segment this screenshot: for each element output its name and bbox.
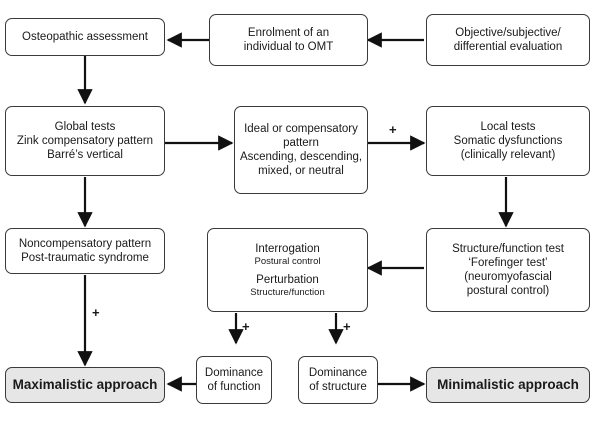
structure-test-line-3: (neuromyofascial	[464, 271, 552, 283]
ideal-pattern-line-3: Ascending, descending,	[239, 151, 363, 163]
global-tests-line-2: Zink compensatory pattern	[16, 135, 154, 147]
global-tests-line-3: Barré’s vertical	[47, 149, 123, 161]
maximalistic-approach-label: Maximalistic approach	[12, 377, 158, 392]
osteopathic-assessment-label: Osteopathic assessment	[22, 31, 148, 43]
plus-sign-dominance-function: +	[242, 319, 250, 334]
local-tests-line-3: (clinically relevant)	[460, 149, 556, 161]
evaluation-line-2: differential evaluation	[453, 41, 563, 53]
structure-test-line-1: Structure/function test	[452, 243, 564, 255]
perturbation-subtitle: Structure/function	[250, 286, 325, 298]
maximalistic-approach-box: Maximalistic approach	[5, 367, 165, 403]
evaluation-box: Objective/subjective/ differential evalu…	[426, 14, 590, 66]
minimalistic-approach-label: Minimalistic approach	[437, 377, 579, 392]
local-tests-line-2: Somatic dysfunctions	[453, 135, 563, 147]
structure-function-test-box: Structure/function test ‘Forefinger test…	[426, 228, 590, 312]
structure-test-line-2: ‘Forefinger test’	[468, 257, 548, 269]
ideal-pattern-line-2: pattern	[283, 137, 319, 149]
plus-sign-dominance-structure: +	[343, 319, 351, 334]
enrolment-line-2: individual to OMT	[243, 41, 334, 53]
global-tests-line-1: Global tests	[54, 121, 116, 133]
dominance-structure-line-1: Dominance	[308, 367, 368, 379]
dominance-function-line-1: Dominance	[204, 367, 264, 379]
enrolment-box: Enrolment of an individual to OMT	[209, 14, 368, 66]
interrogation-title: Interrogation	[255, 242, 320, 255]
noncompensatory-box: Noncompensatory pattern Post-traumatic s…	[5, 228, 165, 274]
interrogation-box: Interrogation Postural control Perturbat…	[207, 228, 368, 312]
plus-sign-noncompensatory: +	[92, 305, 100, 320]
osteopathic-assessment-box: Osteopathic assessment	[5, 18, 165, 56]
global-tests-box: Global tests Zink compensatory pattern B…	[5, 106, 165, 176]
dominance-function-box: Dominance of function	[196, 356, 272, 404]
noncompensatory-line-2: Post-traumatic syndrome	[21, 252, 149, 264]
evaluation-line-1: Objective/subjective/	[455, 27, 561, 39]
local-tests-box: Local tests Somatic dysfunctions (clinic…	[426, 106, 590, 176]
minimalistic-approach-box: Minimalistic approach	[426, 367, 590, 403]
perturbation-title: Perturbation	[256, 273, 319, 286]
dominance-structure-line-2: of structure	[309, 381, 367, 393]
ideal-pattern-line-1: Ideal or compensatory	[244, 123, 358, 135]
ideal-pattern-line-4: mixed, or neutral	[258, 165, 344, 177]
dominance-function-line-2: of function	[207, 381, 261, 393]
dominance-structure-box: Dominance of structure	[298, 356, 378, 404]
structure-test-line-4: postural control)	[466, 285, 550, 297]
enrolment-line-1: Enrolment of an	[247, 27, 330, 39]
local-tests-line-1: Local tests	[480, 121, 536, 133]
interrogation-subtitle: Postural control	[254, 255, 321, 267]
noncompensatory-line-1: Noncompensatory pattern	[18, 238, 152, 250]
plus-sign-ideal-to-local: +	[389, 122, 397, 137]
ideal-pattern-box: Ideal or compensatory pattern Ascending,…	[234, 106, 368, 194]
